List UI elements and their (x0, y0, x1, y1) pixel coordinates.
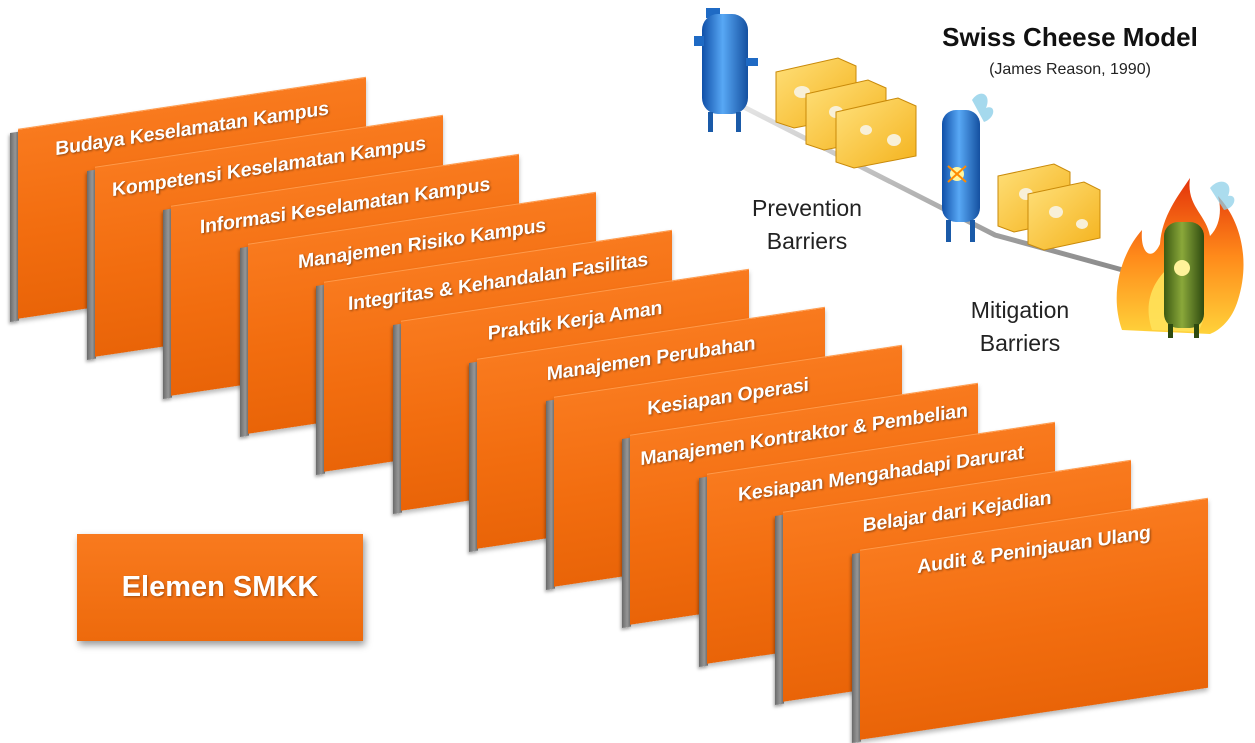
prevention-line-1: Prevention (752, 195, 862, 221)
spark-icon (947, 165, 967, 183)
mitigation-line-1: Mitigation (970, 297, 1070, 323)
mitigation-line-2: Barriers (979, 330, 1061, 356)
prevention-barriers-label: Prevention Barriers (712, 192, 902, 258)
vessel-tank-icon (694, 8, 758, 132)
cheese-slice-icon (997, 163, 1101, 251)
prevention-line-2: Barriers (766, 228, 848, 254)
diagram-title: Swiss Cheese Model (942, 22, 1198, 52)
vessel-tank-icon (942, 93, 994, 242)
mitigation-barriers-label: Mitigation Barriers (925, 294, 1115, 360)
elemen-smkk-label: Elemen SMKK (121, 571, 319, 603)
vessel-tank-icon (1164, 181, 1235, 338)
cheese-slice-icon (775, 57, 917, 169)
diagram-subtitle: (James Reason, 1990) (989, 61, 1151, 78)
swiss-cheese-illustration (694, 8, 1244, 338)
elemen-smkk-box: Elemen SMKK (77, 534, 363, 641)
